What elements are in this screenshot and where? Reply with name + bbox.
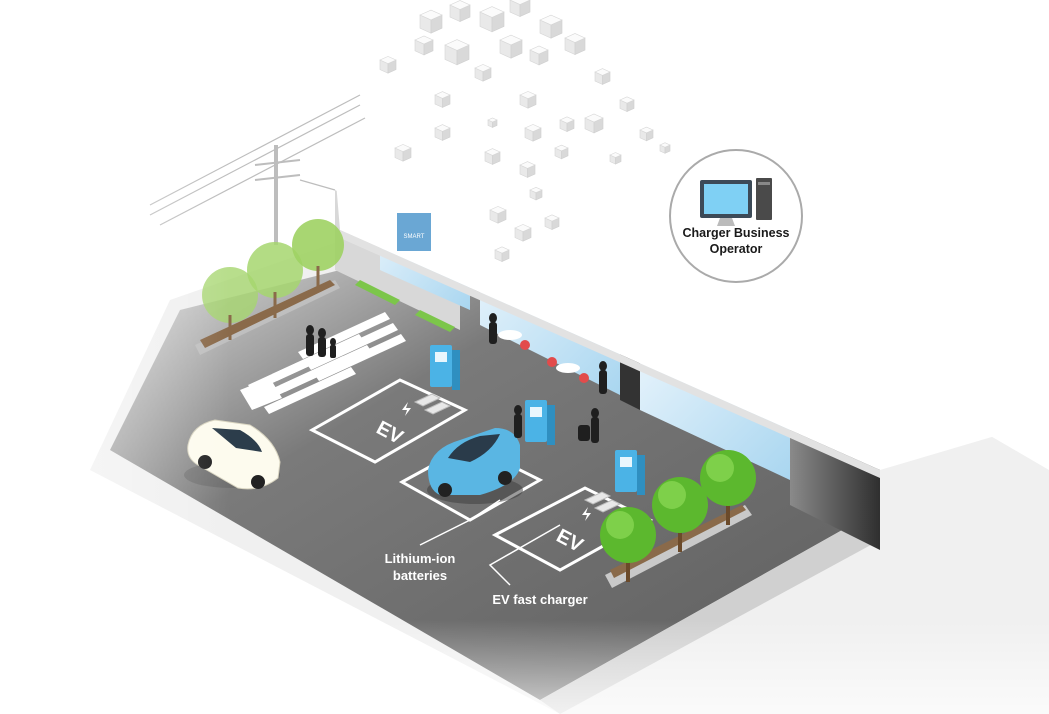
data-cube-icon: [529, 186, 543, 201]
data-cube-icon: [529, 45, 549, 66]
data-cube-icon: [394, 144, 412, 162]
ev-fast-charger-1: [430, 345, 460, 390]
data-cube-icon: [474, 64, 492, 82]
data-cube-cloud: [379, 0, 671, 263]
data-cube-icon: [584, 113, 604, 134]
data-cube-icon: [524, 124, 542, 142]
store-sign: [397, 213, 431, 251]
computer-tower-icon: [756, 178, 772, 220]
data-cube-icon: [619, 96, 635, 113]
crosswalk: [240, 312, 406, 414]
data-cube-icon: [639, 126, 654, 142]
data-cube-icon: [499, 34, 523, 59]
computer-monitor-icon: [700, 180, 752, 226]
data-cube-icon: [554, 144, 569, 160]
parking-bay-upper: [308, 378, 469, 464]
lightning-bolt-icon: [582, 507, 591, 521]
data-cube-icon: [479, 6, 505, 33]
ev-fast-charger-3: [615, 450, 645, 495]
data-cube-icon: [539, 14, 563, 39]
batteries-label: Lithium-ion batteries: [360, 550, 480, 584]
data-cube-icon: [609, 152, 622, 165]
data-cube-icon: [544, 214, 560, 231]
data-cube-icon: [559, 116, 575, 133]
operator-label-line2: Operator: [709, 242, 763, 256]
data-cube-icon: [519, 91, 537, 109]
cafe-tables: [498, 330, 589, 383]
blue-electric-car: [427, 428, 523, 504]
ev-fast-charger-2: [525, 400, 555, 445]
lightning-bolt-icon: [402, 402, 411, 416]
convenience-store-building: SMART: [335, 100, 1049, 550]
operator-label-line1: Charger Business: [682, 226, 790, 240]
data-cube-icon: [434, 124, 451, 141]
label-leader-lines: [419, 499, 561, 586]
data-cube-icon: [487, 117, 498, 128]
store-sign-text: SMART: [404, 234, 425, 240]
data-cube-icon: [484, 148, 501, 165]
data-cube-icon: [444, 39, 470, 66]
data-cube-icon: [594, 68, 611, 85]
data-cube-icon: [489, 206, 507, 224]
data-cube-icon: [519, 161, 536, 178]
data-cube-icon: [659, 142, 671, 154]
data-cube-icon: [379, 56, 397, 74]
data-cube-icon: [419, 9, 443, 34]
operator-label: Charger Business Operator: [666, 225, 806, 257]
data-cube-icon: [414, 35, 434, 56]
data-cube-icon: [564, 33, 586, 55]
batteries-label-line2: batteries: [392, 568, 448, 583]
right-planter: [600, 450, 756, 588]
data-cube-icon: [434, 91, 451, 108]
data-cube-icon: [514, 224, 532, 242]
lithium-ion-battery-units: [413, 393, 622, 513]
pedestrians: [306, 313, 607, 443]
data-cube-icon: [509, 0, 531, 17]
fast-charger-label: EV fast charger: [492, 592, 588, 607]
batteries-label-line1: Lithium-ion: [384, 551, 456, 566]
data-cube-icon: [494, 246, 510, 263]
data-cube-icon: [449, 0, 471, 22]
charger-business-operator-badge: [669, 149, 803, 283]
